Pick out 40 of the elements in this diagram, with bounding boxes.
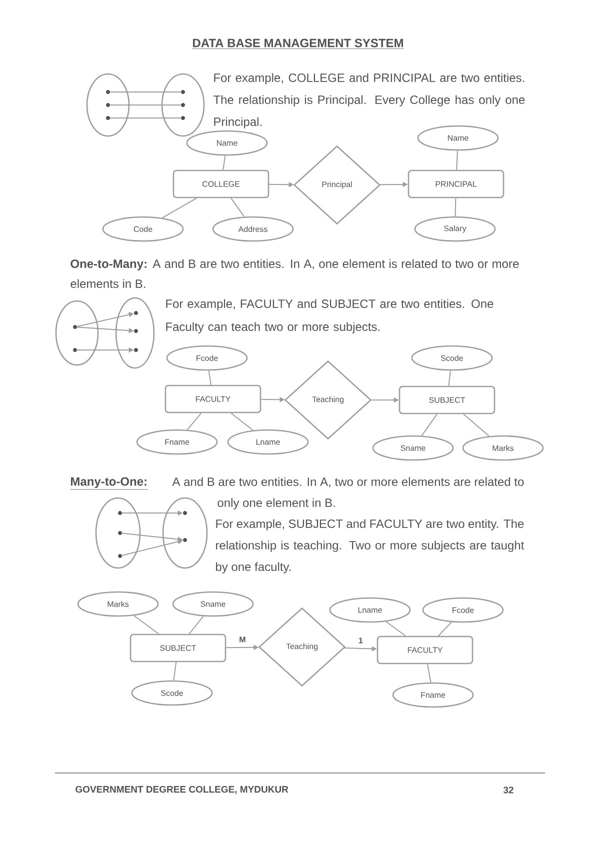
connector-line — [133, 615, 160, 634]
connector-line — [438, 622, 452, 636]
connector-line — [162, 198, 197, 218]
section-heading: Many-to-One: — [70, 477, 148, 490]
connector-line — [110, 104, 182, 106]
edge-label: M — [238, 636, 247, 644]
paragraph: For example, SUBJECT and FACULTY are two entity. The relationship is teaching. Two or more subjects are taught by one faculty. — [216, 519, 524, 574]
entity-box: SUBJECT — [130, 634, 226, 662]
page-number: 32 — [503, 786, 514, 794]
set-oval — [115, 297, 155, 369]
connector-line — [427, 664, 432, 683]
page-title: DATA BASE MANAGEMENT SYSTEM — [192, 38, 404, 49]
set-oval — [162, 497, 208, 569]
set-oval — [86, 73, 130, 137]
footer-text: GOVERNMENT DEGREE COLLEGE, MYDUKUR — [76, 786, 288, 794]
connector-line — [456, 150, 458, 170]
edge-label: 1 — [357, 636, 364, 644]
connector-line — [222, 155, 226, 170]
connector-line — [448, 370, 451, 386]
connector-line — [208, 370, 212, 386]
set-oval — [161, 73, 205, 137]
connector-line — [463, 414, 490, 437]
paragraph: One-to-Many: A and B are two entities. In A, one element is related to two or more elements in B. — [70, 259, 519, 288]
entity-box: SUBJECT — [398, 386, 496, 414]
set-oval — [55, 300, 99, 366]
connector-line — [230, 412, 254, 431]
entity-box: PRINCIPAL — [408, 170, 504, 198]
set-oval — [95, 497, 141, 569]
connector-line — [188, 616, 204, 634]
paragraph: For example, FACULTY and SUBJECT are two entities. One Faculty can teach two or more subjects. — [166, 299, 494, 334]
paragraph: A and B are two entities. In A, two or more elements are related to only one element in B. — [172, 477, 524, 510]
connector-line — [186, 412, 202, 430]
entity-box: FACULTY — [376, 636, 474, 664]
entity-box: COLLEGE — [172, 170, 270, 198]
connector-line — [421, 414, 438, 436]
entity-box: FACULTY — [164, 384, 262, 414]
connector-line — [230, 198, 245, 218]
connector-line — [454, 198, 456, 217]
connector-line — [173, 662, 177, 681]
connector-line — [386, 621, 406, 636]
